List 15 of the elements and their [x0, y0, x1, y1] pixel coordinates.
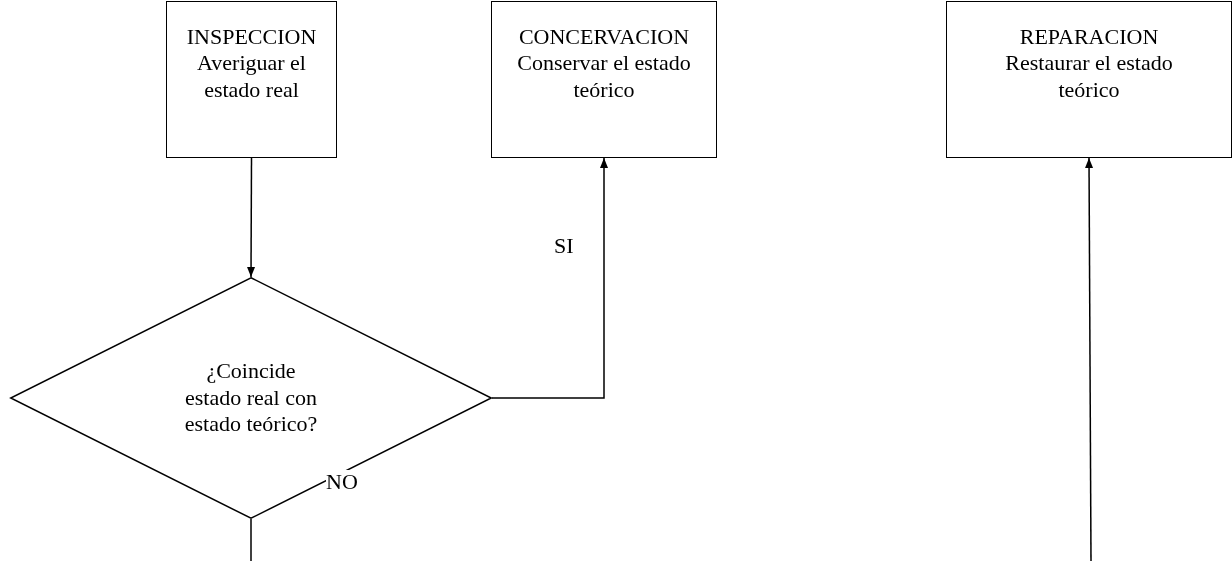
box-text: Averiguar el estado real	[196, 50, 307, 104]
connector-line	[250, 518, 252, 561]
box-heading: INSPECCION	[186, 24, 317, 51]
box-text: Restaurar el estado teórico	[1004, 50, 1174, 104]
process-box	[166, 1, 337, 158]
process-box	[491, 1, 717, 158]
decision-diamond	[10, 277, 492, 519]
arrow	[1085, 157, 1094, 561]
box-heading: REPARACION	[1019, 24, 1159, 51]
arrow	[491, 157, 608, 399]
box-text: ¿Coincide estado real con estado teórico?	[183, 358, 319, 438]
box-heading: CONCERVACION	[518, 24, 690, 51]
box-text: Conservar el estado teórico	[516, 50, 692, 104]
arrow	[247, 157, 256, 278]
process-box	[946, 1, 1232, 158]
